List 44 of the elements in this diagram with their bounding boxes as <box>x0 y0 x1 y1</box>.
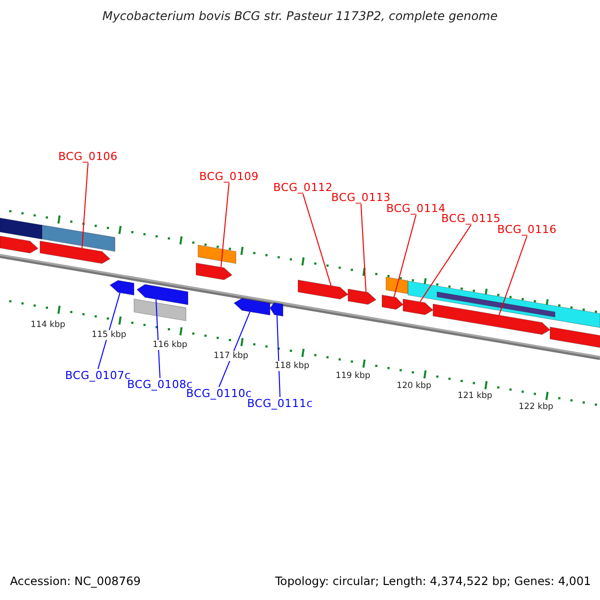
gene-label: BCG_0106 <box>58 150 118 163</box>
gene-feature <box>348 288 376 305</box>
leader-line <box>276 314 280 398</box>
gene-feature <box>0 218 42 240</box>
leader-line <box>360 204 366 293</box>
gene-feature <box>408 280 600 328</box>
gene-feature <box>110 280 134 296</box>
scale-label: 117 kbp <box>214 350 248 361</box>
footer-text: Topology: circular; Length: 4,374,522 bp; Genes: 4,001 <box>275 575 591 588</box>
leader-line <box>420 224 472 302</box>
gene-feature <box>0 236 38 254</box>
leader-line <box>156 298 160 378</box>
gene-label: BCG_0112 <box>273 181 333 194</box>
gene-feature <box>198 244 236 264</box>
gene-feature <box>196 262 232 280</box>
leader-line <box>82 162 88 249</box>
gene-label: BCG_0115 <box>441 212 501 225</box>
footer-text: Accession: NC_008769 <box>10 575 141 588</box>
leader-line <box>498 236 528 316</box>
gene-label: BCG_0113 <box>331 191 391 204</box>
gene-feature <box>136 284 188 306</box>
gene-feature <box>42 224 116 252</box>
gene-label: BCG_0109 <box>199 170 259 183</box>
scale-label: 114 kbp <box>30 320 66 330</box>
gene-feature <box>436 292 556 318</box>
scale-label: 120 kbp <box>396 381 432 392</box>
gene-label: BCG_0116 <box>497 223 557 236</box>
gene-feature <box>134 298 186 322</box>
scale-label: 115 kbp <box>92 330 126 340</box>
gene-feature <box>386 276 408 294</box>
gene-feature <box>402 298 434 316</box>
leader-line <box>302 194 332 286</box>
gene-feature <box>432 304 550 335</box>
scale-label: 122 kbp <box>518 402 554 412</box>
scale-label: 116 kbp <box>152 340 188 350</box>
scale-label: 121 kbp <box>458 391 492 402</box>
scale-label: 119 kbp <box>336 371 370 381</box>
scale-label: 118 kbp <box>274 360 310 371</box>
title: Mycobacterium bovis BCG str. Pasteur 1173P2, complete genome <box>101 10 499 23</box>
gene-label: BCG_0114 <box>386 202 446 215</box>
leader-line <box>98 292 120 370</box>
gene-label: BCG_0111c <box>247 397 313 410</box>
leader-line <box>218 311 250 388</box>
gene-feature <box>382 294 404 310</box>
